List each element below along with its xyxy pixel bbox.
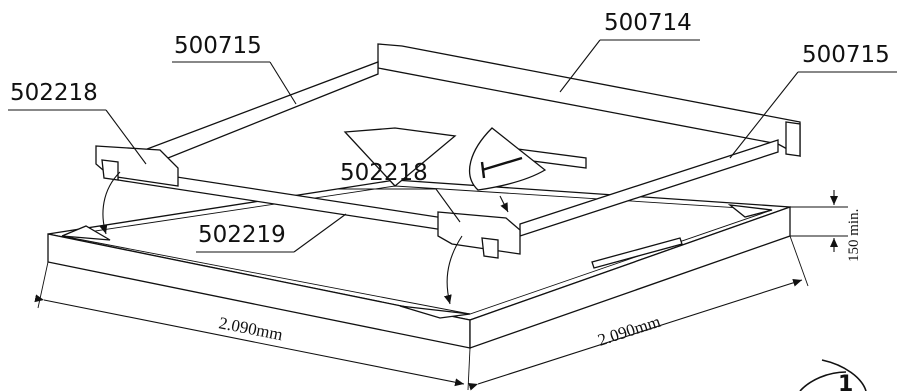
corner-502218-center xyxy=(437,211,521,255)
corner-plate-left xyxy=(61,225,111,241)
detail-callout xyxy=(468,127,547,213)
width-left-label: 2.090mm xyxy=(217,313,284,344)
label-502218-center: 502218 xyxy=(340,160,428,186)
corner-tab-left xyxy=(101,159,119,181)
detail-wedge xyxy=(468,127,547,191)
corner-plate-right xyxy=(727,204,773,218)
label-500715-right: 500715 xyxy=(802,42,890,68)
detail-marker: 1 xyxy=(799,359,867,391)
width-right-label: 2.090mm xyxy=(595,312,662,350)
height-dimension: 150 min. xyxy=(790,190,862,262)
height-min-label: 150 min. xyxy=(846,209,862,262)
label-500714: 500714 xyxy=(604,10,692,36)
upper-frame xyxy=(95,43,801,259)
label-502219: 502219 xyxy=(198,222,286,248)
label-500715-left: 500715 xyxy=(174,33,262,59)
detail-marker-number: 1 xyxy=(838,372,853,391)
corner-plate-back xyxy=(343,127,457,187)
corner-tab-center xyxy=(481,237,499,259)
corner-tab-right xyxy=(785,121,801,157)
label-502218-left: 502218 xyxy=(10,80,98,106)
base-cross-bar xyxy=(591,237,683,269)
part-labels: 500715 500714 500715 502218 502218 50221… xyxy=(8,10,897,253)
